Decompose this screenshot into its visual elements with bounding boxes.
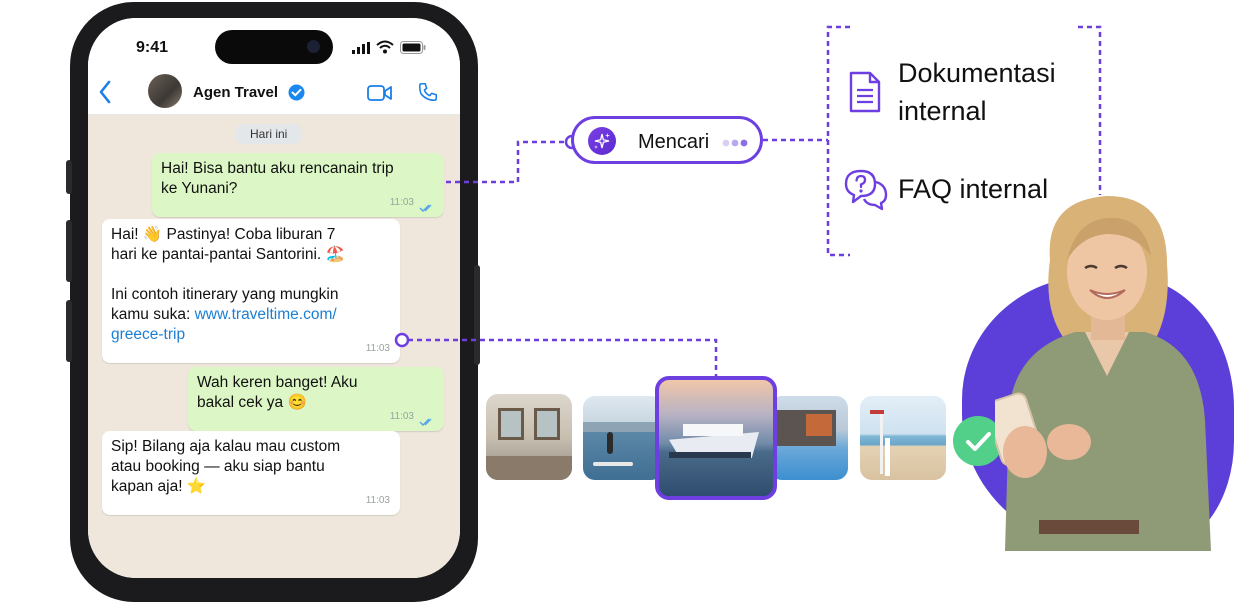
chevron-left-icon[interactable]	[98, 80, 112, 104]
travel-photo-street[interactable]	[486, 394, 572, 480]
message-text: Wah keren banget! Aku	[197, 374, 358, 391]
travel-photo-cruise[interactable]	[655, 376, 777, 500]
dynamic-island	[215, 30, 333, 64]
source-label: Dokumentasi	[898, 58, 1056, 88]
battery-icon	[400, 41, 426, 54]
message-text: kamu suka:	[111, 306, 195, 323]
phone-button	[66, 160, 72, 194]
message-time: 11:03	[365, 495, 390, 506]
phone-button	[474, 265, 480, 365]
message-bubble-outgoing[interactable]: Hai! Bisa bantu aku rencanain trip ke Yu…	[152, 153, 444, 217]
travel-photo-villa[interactable]	[770, 396, 848, 480]
message-text: Ini contoh itinerary yang mungkin	[111, 286, 339, 303]
itinerary-link[interactable]: greece-trip	[111, 326, 186, 343]
search-status-pill: Mencari	[571, 116, 763, 164]
search-label: Mencari	[638, 131, 710, 153]
phone-button	[66, 220, 72, 282]
signal-icon	[352, 42, 370, 54]
message-text: Hai! 👋 Pastinya! Coba liburan 7	[111, 226, 336, 243]
message-bubble-incoming[interactable]: Sip! Bilang aja kalau mau custom atau bo…	[102, 431, 400, 515]
message-bubble-outgoing[interactable]: Wah keren banget! Aku bakal cek ya 😊 11:…	[188, 367, 444, 431]
message-time: 11:03	[389, 197, 414, 208]
chat-area: Hari ini Hai! Bisa bantu aku rencanain t…	[88, 115, 460, 578]
travel-photo-paddleboard[interactable]	[583, 396, 663, 480]
avatar[interactable]	[148, 74, 182, 108]
wifi-icon	[376, 40, 394, 54]
message-text: ke Yunani?	[161, 180, 238, 197]
message-text: Sip! Bilang aja kalau mau custom	[111, 438, 341, 455]
question-chat-icon	[844, 169, 888, 211]
source-label: internal	[898, 96, 987, 126]
day-divider: Hari ini	[236, 124, 302, 144]
message-time: 11:03	[389, 411, 414, 422]
connector-lines	[394, 25, 1102, 378]
status-bar: 9:41	[88, 18, 460, 76]
itinerary-link[interactable]: www.traveltime.com/	[194, 306, 337, 323]
source-documentation: Dokumentasi internal	[898, 54, 1056, 130]
video-call-icon[interactable]	[367, 84, 393, 102]
source-faq: FAQ internal	[898, 174, 1049, 204]
message-text: atau booking — aku siap bantu	[111, 458, 325, 475]
message-text: Hai! Bisa bantu aku rencanain trip	[161, 160, 394, 177]
document-icon	[849, 71, 881, 113]
phone-button	[66, 300, 72, 362]
message-text: bakal cek ya 😊	[197, 394, 307, 411]
read-receipt-icon	[419, 418, 432, 426]
status-time: 9:41	[136, 39, 169, 56]
chat-header: Agen Travel	[88, 74, 460, 115]
message-bubble-incoming[interactable]: Hai! 👋 Pastinya! Coba liburan 7 hari ke …	[102, 219, 400, 363]
message-time: 11:03	[365, 343, 390, 354]
verified-badge-icon	[288, 84, 305, 101]
sparkle-icon	[588, 127, 616, 155]
message-text: hari ke pantai-pantai Santorini. 🏖️	[111, 246, 345, 263]
message-text: kapan aja! ⭐	[111, 478, 207, 495]
phone-screen: 9:41 Agen Travel	[88, 18, 460, 578]
travel-photo-beach[interactable]	[860, 396, 946, 480]
loading-dots-icon	[722, 139, 748, 147]
read-receipt-icon	[419, 204, 432, 212]
person-illustration	[995, 196, 1211, 551]
contact-name[interactable]: Agen Travel	[193, 84, 279, 101]
phone-call-icon[interactable]	[417, 81, 439, 103]
